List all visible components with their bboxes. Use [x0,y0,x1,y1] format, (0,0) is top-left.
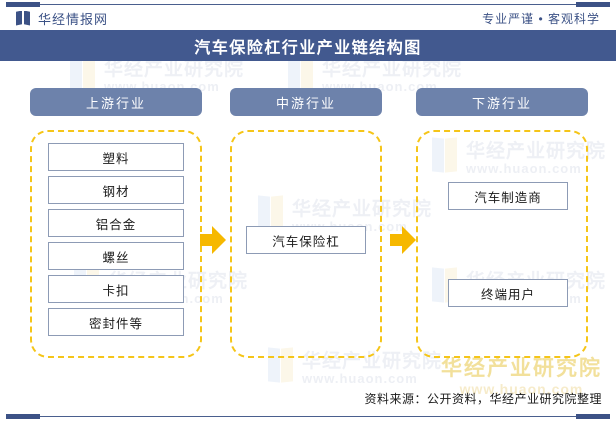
column-header-downstream: 下游行业 [416,88,588,116]
node-downstream-item: 汽车制造商 [448,182,568,210]
brand-bar: 华经情报网 专业严谨 • 客观科学 [0,6,616,30]
arrow-right-icon [390,226,416,254]
value-chain-diagram: 上游行业 中游行业 下游行业 塑料 钢材 铝合金 螺丝 卡扣 密封件等 汽车保险… [0,61,616,425]
node-midstream-item: 汽车保险杠 [246,226,366,254]
bottom-divider [6,414,610,419]
node-downstream-item: 终端用户 [448,279,568,307]
group-box-midstream [230,130,382,358]
page-title: 汽车保险杠行业产业链结构图 [194,39,422,57]
chart-title-bar: 汽车保险杠行业产业链结构图 [0,30,616,61]
brand: 华经情报网 [16,9,108,28]
node-upstream-item: 塑料 [48,143,184,171]
group-box-downstream [416,130,588,358]
book-logo-icon [16,10,31,26]
brand-name: 华经情报网 [38,11,109,27]
arrow-right-icon [200,226,226,254]
node-upstream-item: 铝合金 [48,209,184,237]
column-header-midstream: 中游行业 [230,88,382,116]
source-note: 资料来源：公开资料，华经产业研究院整理 [364,392,602,406]
node-upstream-item: 卡扣 [48,275,184,303]
node-upstream-item: 钢材 [48,176,184,204]
top-divider [6,2,610,7]
column-header-upstream: 上游行业 [30,88,202,116]
brand-slogan: 专业严谨 • 客观科学 [482,11,600,26]
node-upstream-item: 螺丝 [48,242,184,270]
node-upstream-item: 密封件等 [48,308,184,336]
